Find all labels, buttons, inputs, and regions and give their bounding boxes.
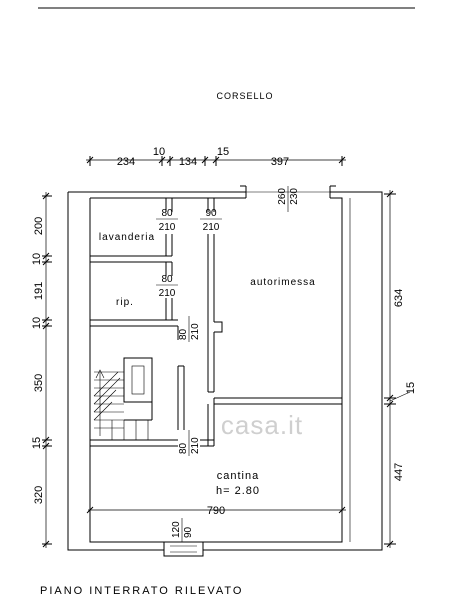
- dim-left-350: 350: [33, 374, 45, 392]
- dim-left-10a: 10: [31, 253, 43, 265]
- dim-right-634: 634: [393, 289, 405, 307]
- dim-left-15: 15: [31, 437, 43, 449]
- door-lav-height: 210: [159, 222, 176, 233]
- door-ripostiglio: 80 210: [156, 274, 178, 299]
- room-ripostiglio: rip.: [116, 297, 134, 308]
- dim-left-10b: 10: [31, 317, 43, 329]
- dim-right-15: 15: [405, 382, 417, 394]
- room-autorimessa: autorimessa: [250, 277, 315, 288]
- dim-left-191: 191: [33, 282, 45, 300]
- door-lavanderia: 80 210: [156, 208, 178, 233]
- dim-top-397: 397: [271, 156, 289, 168]
- door-top2-height: 210: [203, 222, 220, 233]
- garage-door-height: 230: [289, 188, 300, 205]
- door-rip-width: 80: [161, 274, 173, 285]
- door-stair-upper: 80 210: [178, 316, 201, 342]
- window-width: 120: [171, 521, 182, 538]
- staircase: [93, 357, 153, 440]
- door-rip-height: 210: [159, 288, 176, 299]
- drawing-title: PIANO INTERRATO RILEVATO: [40, 585, 243, 597]
- right-dimension-chain: 634 15 447: [384, 190, 417, 548]
- window-bottom: 120 90: [163, 518, 204, 557]
- dim-right-447: 447: [393, 463, 405, 481]
- cantina-height: h= 2.80: [216, 485, 260, 497]
- dim-left-320: 320: [33, 486, 45, 504]
- door-stair1-width: 80: [178, 328, 189, 340]
- door-stair-lower: 80 210: [178, 430, 201, 456]
- door-garage: 260 230: [277, 186, 300, 212]
- left-dimension-chain: 200 10 191 10 350 15 320: [31, 192, 52, 548]
- garage-door-width: 260: [277, 188, 288, 205]
- door-corridor-top: 90 210: [200, 208, 222, 233]
- window-height: 90: [183, 526, 194, 538]
- bottom-dimension: 790: [86, 504, 346, 517]
- dim-left-200: 200: [33, 217, 45, 235]
- dim-top-15: 15: [217, 146, 229, 158]
- room-cantina: cantina: [217, 470, 259, 482]
- internal-walls: [90, 198, 342, 447]
- top-dimension-chain: 234 10 134 15 397: [86, 146, 346, 168]
- dim-top-10: 10: [153, 146, 165, 158]
- dim-bottom-790: 790: [207, 505, 225, 517]
- door-stair2-width: 80: [178, 442, 189, 454]
- dim-top-134: 134: [179, 156, 197, 168]
- door-stair2-height: 210: [190, 437, 201, 454]
- watermark: casa.it: [221, 410, 303, 440]
- door-stair1-height: 210: [190, 323, 201, 340]
- room-lavanderia: lavanderia: [99, 232, 155, 243]
- door-lav-width: 80: [161, 208, 173, 219]
- street-label: CORSELLO: [216, 91, 273, 101]
- door-top2-width: 90: [205, 208, 217, 219]
- dim-top-234: 234: [117, 156, 135, 168]
